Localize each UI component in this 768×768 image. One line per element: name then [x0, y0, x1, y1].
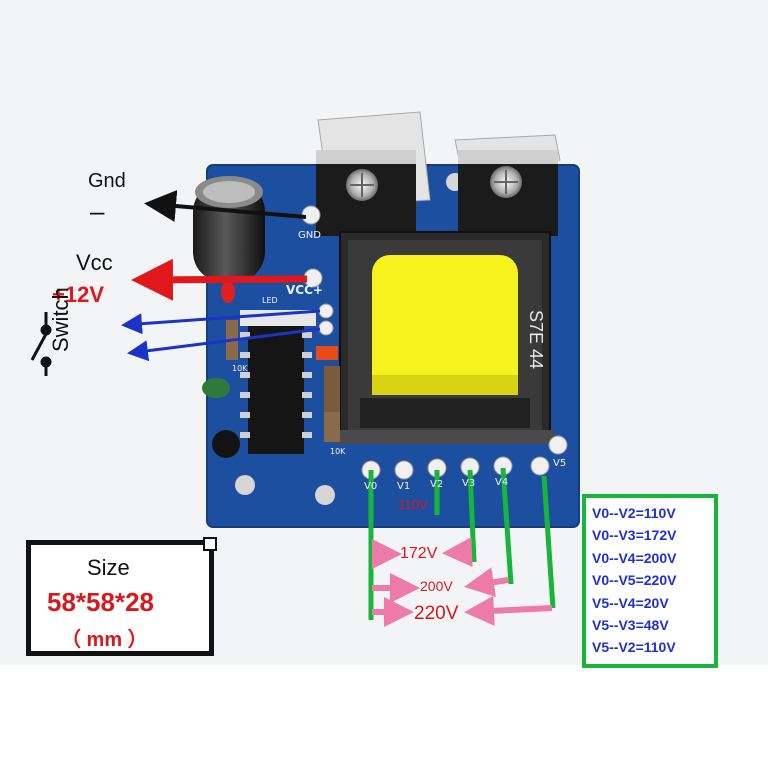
pin-label-10k: 10K: [330, 447, 346, 456]
output-110v: 110V: [398, 497, 428, 512]
voltage-row: V0--V5=220V: [592, 572, 677, 589]
size-unit: （ mm ）: [61, 629, 148, 651]
vcc-arrow: [131, 258, 308, 301]
switch-label: Switch: [48, 287, 73, 352]
pin-label-10k: 10K: [232, 364, 248, 373]
pin-label-v1: V1: [397, 481, 411, 492]
voltage-row: V5--V2=110V: [592, 639, 676, 656]
transformer: [335, 231, 555, 444]
pin-label-vcc: VCC+: [286, 283, 323, 297]
switch-symbol: [30, 312, 52, 376]
output-172v: 172V: [400, 545, 438, 562]
size-box-corner: [203, 537, 217, 551]
gnd-symbol: –: [90, 196, 105, 226]
output-200v: 200V: [420, 578, 453, 594]
vcc-label: Vcc: [76, 250, 113, 275]
size-title: Size: [87, 555, 130, 580]
output-wires: [368, 467, 556, 620]
voltage-row: V0--V3=172V: [592, 527, 677, 544]
voltage-table: V0--V2=110V V0--V3=172V V0--V4=200V V0--…: [582, 494, 718, 668]
voltage-row: V5--V3=48V: [592, 617, 669, 634]
transformer-marking: S7E 44: [526, 310, 546, 370]
pin-label-v3: V3: [462, 478, 476, 489]
led: [221, 281, 235, 303]
pin-label-v5: V5: [553, 458, 567, 469]
switch-arrow-1: [121, 309, 321, 335]
electrolytic-capacitor: [193, 176, 265, 282]
gnd-label: Gnd: [88, 170, 126, 192]
inductor: [212, 430, 240, 458]
background-lower: [0, 665, 768, 768]
output-arrows: [372, 537, 553, 627]
output-220v: 220V: [414, 603, 459, 624]
small-capacitor: [316, 346, 338, 360]
heatsink-right: [454, 134, 561, 236]
transformer-core: [372, 255, 518, 395]
resistor: [324, 366, 340, 412]
pin-label-led: LED: [262, 296, 278, 305]
film-capacitor: [202, 378, 230, 398]
voltage-row: V0--V4=200V: [592, 549, 677, 566]
voltage-row: V5--V4=20V: [592, 594, 669, 611]
vcc-voltage: +12V: [52, 282, 104, 307]
pin-label-v2: V2: [430, 479, 444, 490]
size-box: Size 58*58*28 （ mm ）: [26, 537, 217, 656]
mount-hole: [315, 485, 335, 505]
gnd-arrow: [144, 190, 307, 222]
pin-label-gnd: GND: [298, 230, 321, 241]
pin-label-v0: V0: [364, 481, 378, 492]
voltage-row: V0--V2=110V: [592, 505, 676, 521]
heatsink-left: [316, 111, 431, 236]
pin-label-v4: V4: [495, 477, 509, 488]
mount-hole: [235, 475, 255, 495]
resistor: [324, 412, 340, 442]
switch-arrow-2: [127, 327, 321, 362]
size-value: 58*58*28: [47, 587, 154, 617]
